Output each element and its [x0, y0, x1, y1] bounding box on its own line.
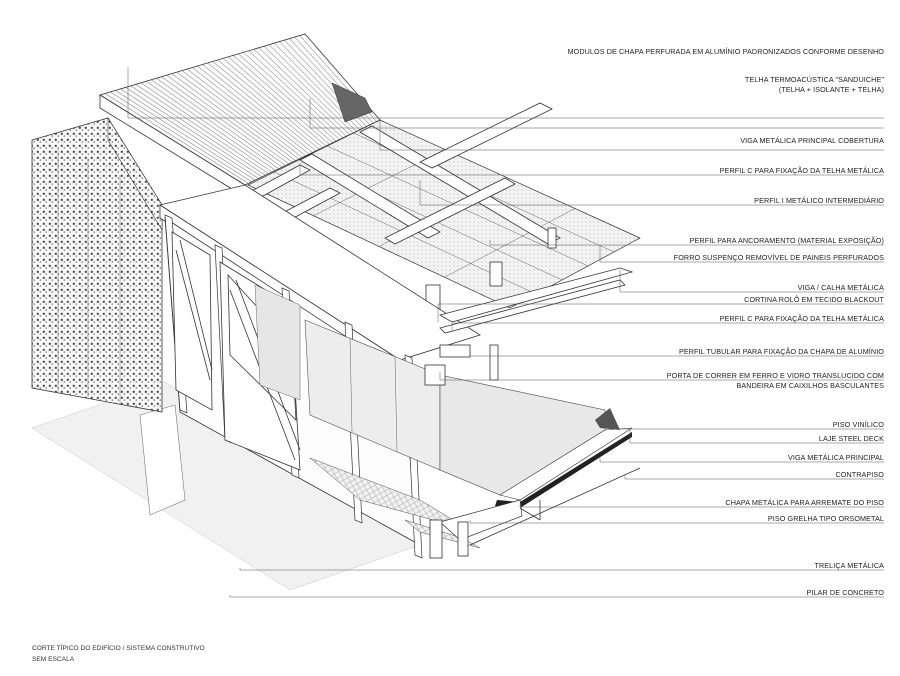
roof-sandwich-panel [99, 33, 381, 198]
label-tubular-profile: PERFIL TUBULAR PARA FIXAÇÃO DA CHAPA DE … [679, 347, 884, 356]
leader-suspended-ceiling [599, 245, 884, 263]
translucent-sliding-door [254, 284, 606, 496]
label-main-roof-beam: VIGA METÁLICA PRINCIPAL COBERTURA [740, 136, 884, 145]
leader-subfloor [624, 475, 884, 480]
label-sandwich-roof-detail: (TELHA + ISOLANTE + TELHA) [779, 85, 884, 94]
leader-i-profile [419, 180, 884, 206]
leader-grating-floor [469, 520, 884, 524]
label-floor-finish-plate: CHAPA METÁLICA PARA ARREMATE DO PISO [725, 498, 884, 507]
label-suspended-ceiling: FORRO SUSPENÇO REMOVÍVEL DE PAINEIS PERF… [674, 253, 884, 262]
floor-system [309, 408, 641, 559]
leader-lines [127, 67, 884, 598]
leader-floor-finish-plate [519, 505, 884, 508]
label-subfloor: CONTRAPISO [835, 470, 884, 479]
label-truss: TRELIÇA METÁLICA [815, 561, 885, 570]
label-c-profile-roof-2: PERFIL C PARA FIXAÇÃO DA TELHA METÁLICA [720, 314, 884, 323]
label-steel-deck: LAJE STEEL DECK [819, 434, 884, 443]
leader-truss [239, 568, 884, 571]
leader-perforated-modules [127, 67, 884, 119]
drawing-caption: CORTE TÍPICO DO EDIFÍCIO / SISTEMA CONST… [32, 643, 205, 663]
annotation-labels: MODULOS DE CHAPA PERFURADA EM ALUMÍNIO P… [568, 47, 885, 597]
roof-beams [234, 102, 561, 329]
label-roller-blind: CORTINA ROLÔ EM TECIDO BLACKOUT [744, 295, 884, 304]
label-gutter-beam: VIGA / CALHA METÁLICA [798, 283, 884, 292]
leader-tubular-profile [469, 350, 884, 357]
label-main-beam: VIGA METÁLICA PRINCIPAL [788, 453, 884, 462]
leader-concrete-pillar [229, 595, 884, 598]
caption-line-1: CORTE TÍPICO DO EDIFÍCIO / SISTEMA CONST… [32, 643, 205, 652]
leader-roller-blind [437, 303, 884, 322]
label-sandwich-roof: TELHA TERMOACÚSTICA "SANDUICHE" [745, 75, 884, 84]
label-sliding-door-detail: BANDEIRA EM CAIXILHOS BASCULANTES [737, 381, 885, 390]
leader-main-roof-beam [379, 118, 884, 151]
leader-anchor-profile [489, 240, 884, 246]
caption-line-2: SEM ESCALA [32, 656, 75, 663]
leader-vinyl-floor [611, 420, 884, 430]
label-grating-floor: PISO GRELHA TIPO ORSOMETAL [768, 514, 884, 523]
leader-sandwich-roof [309, 98, 884, 129]
label-sliding-door: PORTA DE CORRER EM FERRO E VIDRO TRANSLU… [667, 371, 884, 380]
label-anchor-profile: PERFIL PARA ANCORAMENTO (MATERIAL EXPOSI… [690, 236, 884, 245]
label-c-profile-roof: PERFIL C PARA FIXAÇÃO DA TELHA METÁLICA [720, 166, 884, 175]
leader-c-profile-roof-2 [451, 322, 884, 330]
perforated-aluminium-modules [31, 116, 163, 413]
label-vinyl-floor: PISO VINÍLICO [833, 420, 885, 429]
leader-sliding-door [439, 372, 884, 381]
label-i-profile: PERFIL I METÁLICO INTERMEDIÁRIO [754, 196, 884, 205]
label-perforated-modules: MODULOS DE CHAPA PERFURADA EM ALUMÍNIO P… [568, 47, 885, 56]
leader-steel-deck [629, 430, 884, 444]
leader-main-beam [599, 458, 884, 463]
leader-gutter-beam [619, 270, 884, 293]
gutter-beam-assembly [424, 267, 634, 386]
label-concrete-pillar: PILAR DE CONCRETO [807, 588, 885, 597]
leader-c-profile-roof [299, 163, 884, 176]
